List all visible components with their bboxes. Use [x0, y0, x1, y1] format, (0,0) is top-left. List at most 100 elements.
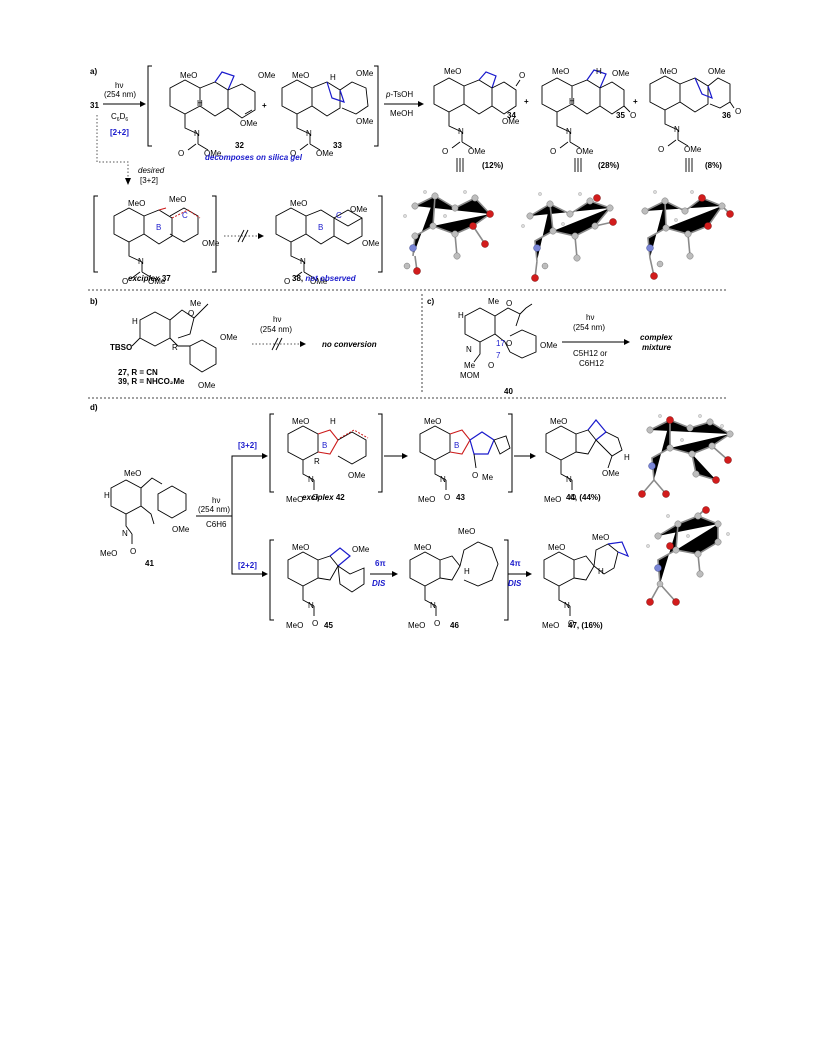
svg-text:O: O — [630, 111, 636, 120]
mixture-label: mixture — [642, 343, 671, 352]
step-6pi: 6π — [375, 559, 386, 568]
svg-text:O: O — [570, 493, 576, 502]
svg-text:H: H — [596, 67, 602, 76]
compound-47-label: 47, (16%) — [568, 621, 603, 630]
svg-text:H: H — [569, 97, 575, 106]
svg-text:OMe: OMe — [310, 277, 328, 286]
svg-text:O: O — [178, 149, 184, 158]
condition-wavelength: (254 nm) — [104, 90, 136, 99]
crystal-structure-35 — [521, 192, 617, 282]
mode-3plus2-d: [3+2] — [238, 441, 257, 450]
bracket-left-42 — [269, 413, 274, 493]
panel-d: MeO H N MeO O OMe 41 hν (254 nm) C6H6 [3… — [100, 413, 734, 630]
svg-text:OMe: OMe — [540, 341, 558, 350]
svg-text:MeO: MeO — [124, 469, 141, 478]
svg-text:OMe: OMe — [220, 333, 238, 342]
svg-text:H: H — [330, 417, 336, 426]
svg-text:OMe: OMe — [258, 71, 276, 80]
plus-sign: + — [262, 101, 267, 110]
svg-text:O: O — [568, 619, 574, 628]
svg-text:OMe: OMe — [240, 119, 258, 128]
svg-text:N: N — [430, 601, 436, 610]
mode-2plus2-label: [2+2] — [110, 128, 129, 137]
svg-text:Me: Me — [482, 473, 494, 482]
step-4pi-mode: DIS — [508, 579, 522, 588]
structure-37: MeO MeO OMe B C N O OMe — [113, 195, 220, 286]
bracket-left-32-33 — [147, 65, 152, 147]
arrowhead — [526, 571, 532, 577]
svg-text:N: N — [308, 601, 314, 610]
svg-text:N: N — [306, 129, 312, 138]
compound-41-label: 41 — [145, 559, 154, 568]
svg-text:OMe: OMe — [352, 545, 370, 554]
svg-text:MeO: MeO — [290, 199, 307, 208]
bracket-right-38 — [378, 195, 383, 273]
arrowhead — [624, 339, 630, 345]
svg-text:OMe: OMe — [350, 205, 368, 214]
svg-text:MeO: MeO — [292, 543, 309, 552]
panel-label-a: a) — [90, 67, 97, 76]
structure-40: Me O H N 17 O 7 Me O MOM OMe — [458, 297, 558, 380]
svg-text:O: O — [434, 619, 440, 628]
structure-41: MeO H N MeO O OMe — [100, 469, 190, 558]
exciplex-37-label: exciplex 37 — [128, 274, 171, 283]
structure-36: MeO OMe O N O OMe — [649, 67, 741, 154]
svg-text:O: O — [290, 149, 296, 158]
condition-hv-b: hν — [273, 315, 281, 324]
step-6pi-mode: DIS — [372, 579, 386, 588]
svg-text:OMe: OMe — [602, 469, 620, 478]
svg-text:O: O — [188, 309, 194, 318]
crystal-structure-44 — [638, 414, 734, 498]
compound-27-label: 27, R = CN — [118, 368, 158, 377]
desired-path — [96, 115, 129, 178]
svg-text:OMe: OMe — [202, 239, 220, 248]
svg-text:MeO: MeO — [180, 71, 197, 80]
svg-text:OMe: OMe — [576, 147, 594, 156]
svg-text:MeO: MeO — [552, 67, 569, 76]
svg-text:MeO: MeO — [128, 199, 145, 208]
arrowhead — [402, 453, 408, 459]
svg-text:O: O — [506, 299, 512, 308]
svg-text:OMe: OMe — [502, 117, 520, 126]
desired-label: desired — [138, 166, 165, 175]
arrow-cross — [237, 229, 249, 243]
svg-text:MeO: MeO — [418, 495, 435, 504]
svg-text:OMe: OMe — [708, 67, 726, 76]
compound-34-label: 34 — [507, 111, 516, 120]
svg-text:O: O — [442, 147, 448, 156]
svg-text:MeO: MeO — [100, 549, 117, 558]
arrowhead — [125, 178, 131, 185]
svg-text:OMe: OMe — [356, 117, 374, 126]
svg-text:N: N — [674, 125, 680, 134]
svg-text:C: C — [336, 211, 342, 220]
svg-text:MeO: MeO — [292, 71, 309, 80]
arrowhead — [392, 571, 398, 577]
panel-b: Me O H TBSO R OMe OMe 27, R = CN 39, R =… — [110, 299, 377, 390]
panel-label-c: c) — [427, 297, 434, 306]
structure-32: MeO OMe OMe H N O OMe — [169, 71, 276, 158]
bracket-left-37 — [93, 195, 98, 273]
svg-text:R: R — [314, 457, 320, 466]
structure-38: MeO OMe OMe B C N O OMe — [275, 199, 380, 286]
svg-text:N: N — [458, 127, 464, 136]
solvent-line2-c: C6H12 — [579, 359, 604, 368]
compound-39-label: 39, R = NHCO₂Me — [118, 377, 185, 386]
svg-text:R: R — [172, 343, 178, 352]
compound-32-label: 32 — [235, 141, 244, 150]
svg-text:N: N — [138, 257, 144, 266]
compound-38-label: 38, not observed — [292, 274, 357, 283]
compound-36-label: 36 — [722, 111, 731, 120]
solvent-line1-c: C5H12 or — [573, 349, 608, 358]
svg-text:MeO: MeO — [424, 417, 441, 426]
panel-c: Me O H N 17 O 7 Me O MOM OMe 40 hν (254 … — [458, 297, 673, 396]
svg-text:TBSO: TBSO — [110, 343, 132, 352]
svg-text:O: O — [444, 493, 450, 502]
svg-text:O: O — [506, 339, 512, 348]
svg-text:MeO: MeO — [444, 67, 461, 76]
svg-text:H: H — [197, 99, 203, 108]
condition-acid: p-TsOH — [385, 90, 413, 99]
svg-text:OMe: OMe — [172, 525, 190, 534]
svg-text:MOM: MOM — [460, 371, 480, 380]
exciplex-42-label: exciplex 42 — [302, 493, 345, 502]
